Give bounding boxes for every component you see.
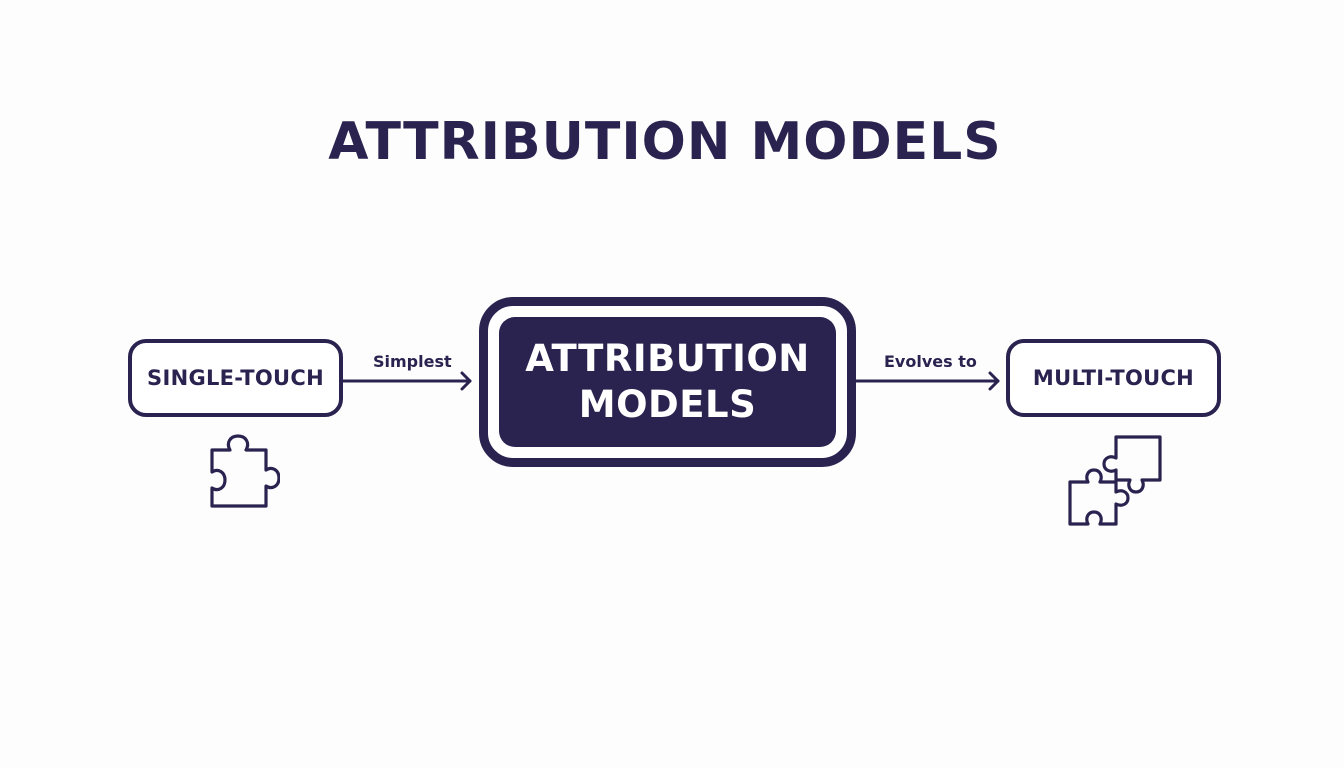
single-touch-label: SINGLE-TOUCH [147,366,324,390]
evolves-to-edge-label: Evolves to [884,352,977,371]
multi-touch-label: MULTI-TOUCH [1032,366,1195,390]
multi-touch-node: MULTI-TOUCH [1006,339,1221,417]
single-touch-node: SINGLE-TOUCH [128,339,343,417]
puzzle-pieces-icon [1068,435,1162,526]
arrow-left-connector [341,371,472,391]
page-title: ATTRIBUTION MODELS [328,112,1002,172]
simplest-edge-label: Simplest [373,352,452,371]
puzzle-piece-icon [210,434,280,508]
center-node-label: ATTRIBUTION MODELS [525,337,810,426]
center-node: ATTRIBUTION MODELS [499,317,836,447]
arrow-right-connector [854,371,1000,391]
